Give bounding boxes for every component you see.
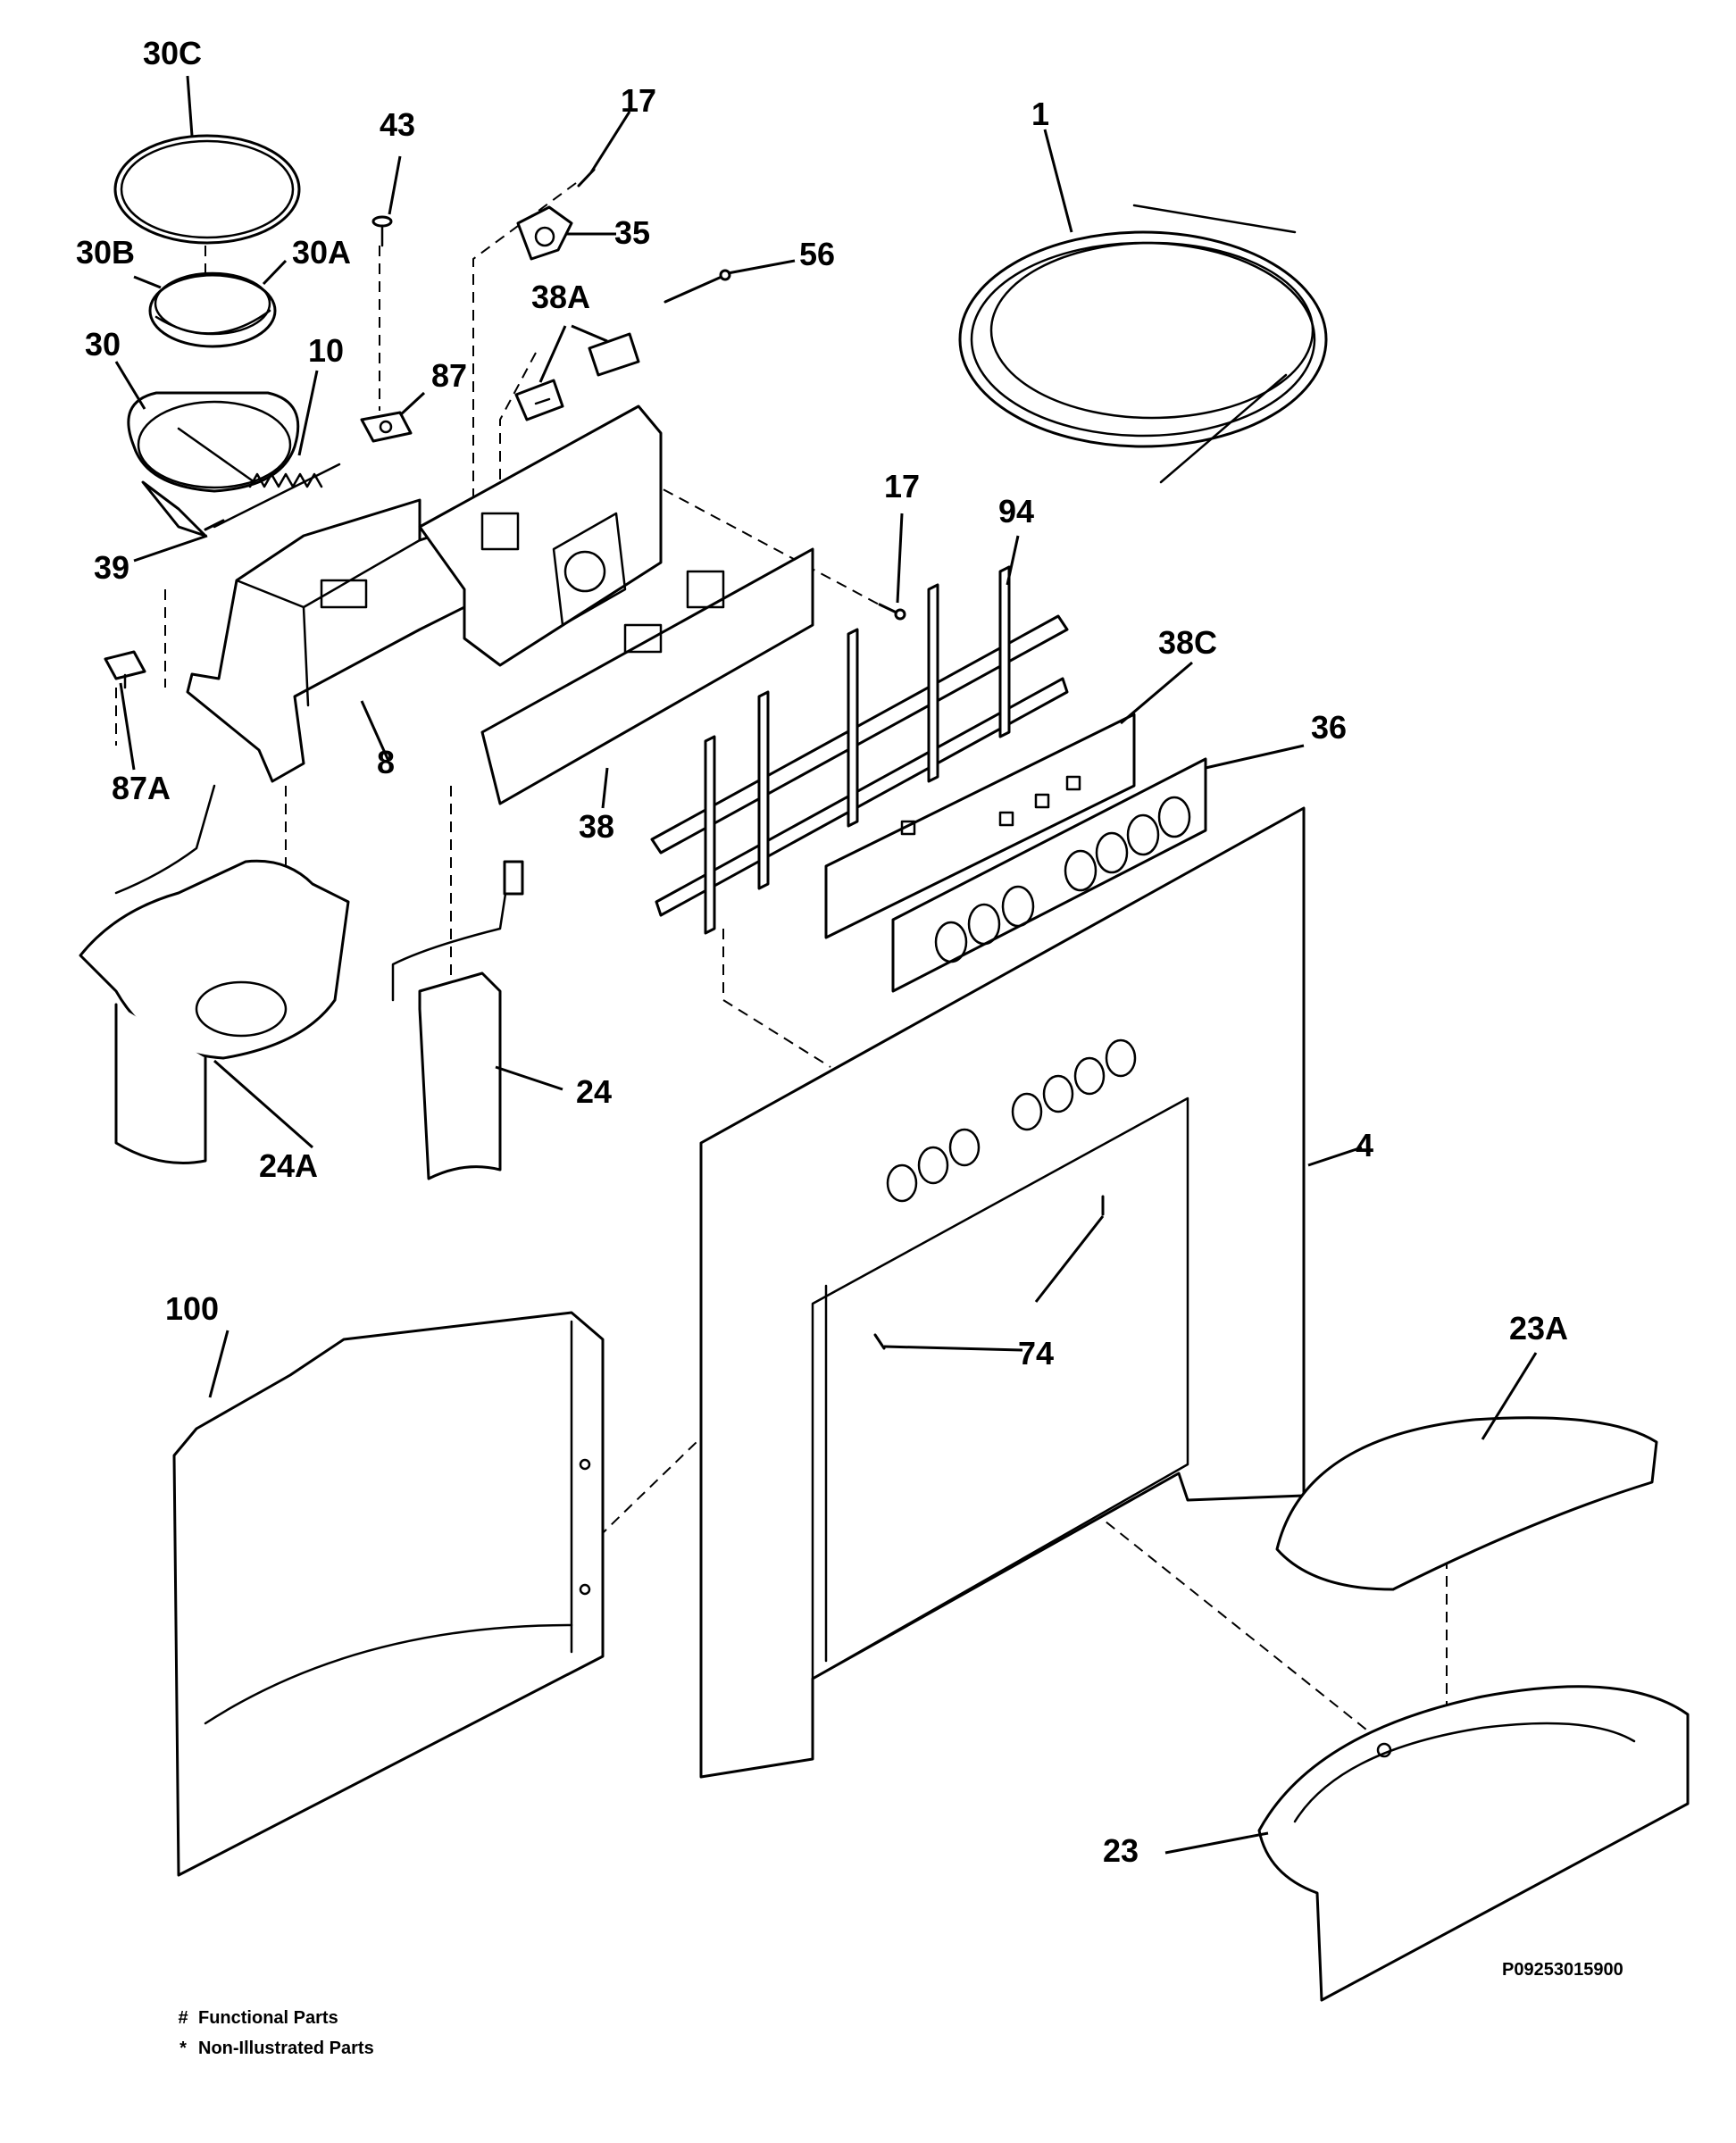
legend-item-functional: # Functional Parts (177, 2003, 374, 2033)
part-36-button-cover (891, 757, 1207, 993)
callout-38c: 38C (1158, 624, 1217, 661)
part-control-housing (418, 404, 663, 667)
legend-text: Functional Parts (198, 2008, 338, 2028)
part-10-spring (213, 463, 341, 529)
part-38a-switch-right (588, 332, 640, 377)
drawing-id: P09253015900 (1502, 1960, 1623, 1980)
callout-87a: 87A (112, 770, 171, 806)
part-94-frame (650, 565, 1069, 935)
part-30-ring-bracket (127, 391, 300, 538)
part-43-screw (371, 215, 393, 247)
callout-35: 35 (614, 214, 650, 251)
part-87-clip (360, 411, 413, 443)
part-30c-gasket (113, 134, 301, 245)
callout-87: 87 (431, 357, 467, 394)
legend-text: Non-Illustrated Parts (198, 2039, 374, 2058)
part-39-pin (204, 519, 225, 531)
part-38c-switch-panel (824, 713, 1136, 939)
part-23-drip-base (1257, 1685, 1690, 2002)
leader-lines (114, 75, 1538, 1855)
callout-36: 36 (1311, 709, 1347, 746)
part-30b-lens (148, 271, 277, 348)
callout-30: 30 (85, 326, 121, 363)
callout-8: 8 (377, 744, 395, 780)
callout-94: 94 (998, 493, 1034, 529)
legend: # Functional Parts * Non-Illustrated Par… (177, 2003, 374, 2064)
callout-24: 24 (576, 1073, 612, 1110)
part-8-dispenser-housing (186, 498, 502, 783)
callout-1: 1 (1031, 96, 1049, 132)
callout-39: 39 (94, 549, 129, 586)
part-4-panel (699, 806, 1306, 1779)
callout-38a: 38A (531, 279, 590, 315)
part-23a-drip-tray (1275, 1416, 1658, 1591)
callout-74: 74 (1018, 1335, 1054, 1372)
legend-item-non-illustrated: * Non-Illustrated Parts (177, 2033, 374, 2064)
callout-30a: 30A (292, 234, 351, 271)
callout-24a: 24A (259, 1147, 318, 1184)
callout-30c: 30C (143, 35, 202, 71)
callout-4: 4 (1356, 1127, 1373, 1163)
legend-symbol: * (179, 2039, 187, 2058)
part-87a-bracket (104, 650, 146, 689)
legend-symbol: # (178, 2008, 188, 2028)
part-74-screw-lower (873, 1333, 886, 1350)
callout-43: 43 (380, 106, 415, 143)
part-1-tubing (958, 204, 1328, 484)
part-35-knob (516, 205, 573, 261)
part-17-screw-lower (878, 603, 906, 621)
callout-17-upper: 17 (621, 82, 656, 119)
callout-10: 10 (308, 332, 344, 369)
part-56-screw (664, 269, 731, 304)
callout-56: 56 (799, 236, 835, 272)
callout-labels: 30C 43 17 1 35 56 30B 30A 38A 30 10 87 3… (76, 35, 1568, 1869)
part-100-shield (172, 1311, 605, 1877)
callout-23: 23 (1103, 1832, 1139, 1869)
callout-17-lower: 17 (884, 468, 920, 504)
part-24a-ice-chute (79, 784, 350, 1164)
callout-100: 100 (165, 1290, 219, 1327)
part-38-control-board (480, 547, 814, 805)
callout-38: 38 (579, 808, 614, 845)
part-38a-switch-left (514, 379, 564, 421)
callout-23a: 23A (1509, 1310, 1568, 1347)
callout-30b: 30B (76, 234, 135, 271)
part-24-water-valve (391, 860, 524, 1180)
